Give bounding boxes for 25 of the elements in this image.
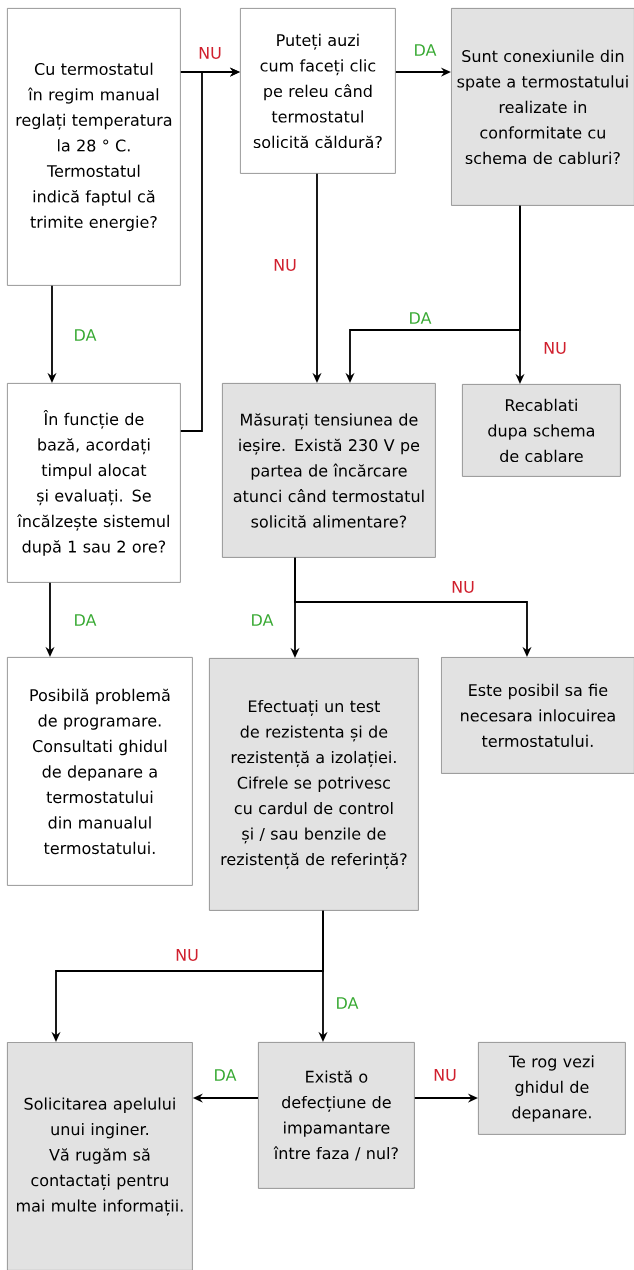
edge-label: NU (174, 948, 200, 962)
edge-label: DA (249, 613, 275, 627)
flowchart-box: Sunt conexiunile din spate a termostatului realizate in conformitate cu schema de cabluri? (451, 8, 634, 206)
edge-label: NU (197, 46, 223, 60)
flowchart-box: Te rog vezi ghidul de depanare. (478, 1042, 626, 1135)
edge-label: NU (542, 341, 568, 355)
flowchart-box: Recablati dupa schema de cablare (462, 384, 621, 477)
edge-label: DA (72, 328, 98, 342)
flowchart-box: Efectuați un test de rezistenta și de rezistență a izolației. Cifrele se potrivesc cu cardul de control și / sau benzile de rezistență de referință? (209, 658, 419, 911)
edge-label: DA (212, 1068, 238, 1082)
edge-label: DA (72, 613, 98, 627)
flowchart-box: Solicitarea apelului unui inginer. Vă rugăm să contactați pentru mai multe informații. (7, 1042, 193, 1270)
edge-label: NU (272, 258, 298, 272)
edge-label: DA (334, 996, 360, 1010)
flowchart-box: În funcție de bază, acordați timpul alocat și evaluați. Se încălzește sistemul după 1 sau 2 ore? (7, 383, 181, 583)
flowchart-box: Cu termostatul în regim manual reglați temperatura la 28 ° C. Termostatul indică faptul că trimite energie? (7, 8, 181, 286)
edge-label: DA (407, 311, 433, 325)
edge-label: DA (412, 43, 438, 57)
flowchart-box: Posibilă problemă de programare. Consultati ghidul de depanare a termostatului din manualul termostatului. (7, 657, 193, 886)
flowchart-box: Măsurați tensiunea de ieșire. Există 230 V pe partea de încărcare atunci când termostatul solicită alimentare? (222, 383, 436, 558)
edge-label: NU (450, 580, 476, 594)
flowchart-box: Puteți auzi cum faceți clic pe releu când termostatul solicită căldură? (240, 8, 396, 174)
edge-label: NU (432, 1068, 458, 1082)
flowchart-box: Este posibil sa fie necesara inlocuirea termostatului. (441, 657, 634, 774)
flowchart-box: Există o defecțiune de impamantare între faza / nul? (258, 1042, 415, 1189)
